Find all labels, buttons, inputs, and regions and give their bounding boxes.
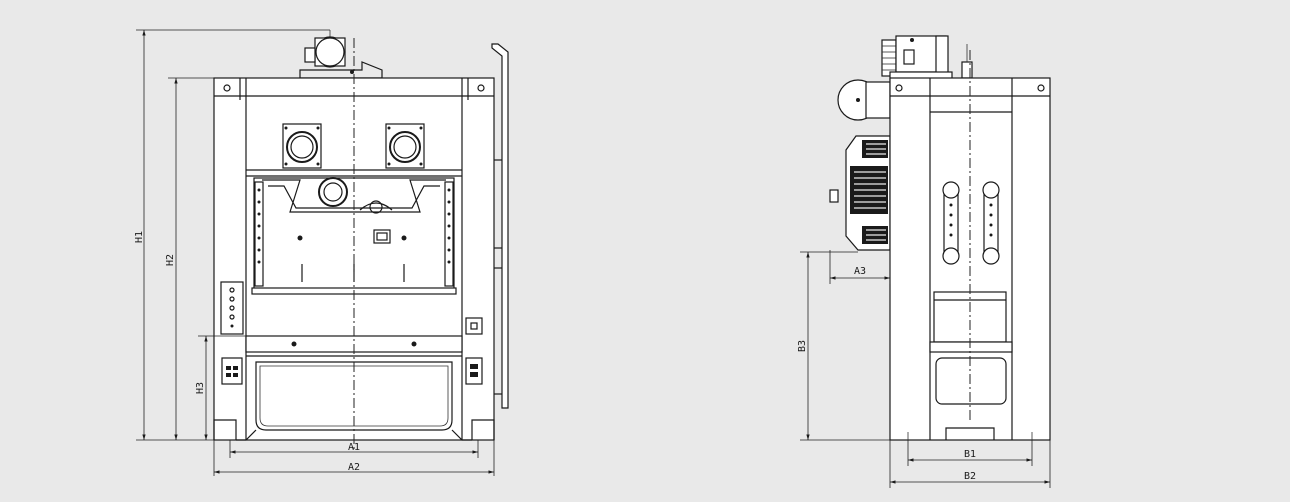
dim-b2-label: B2 bbox=[964, 471, 976, 482]
front-view: H1 H2 H3 A1 A2 bbox=[134, 29, 509, 476]
dim-a1-label: A1 bbox=[348, 442, 360, 453]
side-guides bbox=[942, 181, 1000, 265]
control-panel-left bbox=[220, 281, 244, 335]
side-view: A3 B3 B1 B2 bbox=[797, 35, 1051, 488]
dim-a3-label: A3 bbox=[854, 266, 866, 277]
dimensions-side: A3 B3 B1 B2 bbox=[797, 250, 1051, 488]
dim-b3-label: B3 bbox=[797, 340, 808, 352]
dim-h3-label: H3 bbox=[195, 382, 206, 394]
dimensions-front: H1 H2 H3 A1 A2 bbox=[134, 29, 495, 476]
dim-h1-label: H1 bbox=[134, 231, 145, 243]
gauge-right bbox=[385, 123, 425, 169]
top-motor bbox=[299, 30, 383, 79]
dim-b1-label: B1 bbox=[964, 449, 976, 460]
side-flywheel bbox=[829, 79, 891, 251]
side-rail bbox=[491, 43, 509, 409]
dim-h2-label: H2 bbox=[165, 254, 176, 266]
gauge-left bbox=[282, 123, 322, 169]
side-body bbox=[889, 77, 1051, 441]
side-top-motor bbox=[881, 35, 973, 81]
feet bbox=[213, 419, 495, 441]
dim-a2-label: A2 bbox=[348, 462, 360, 473]
